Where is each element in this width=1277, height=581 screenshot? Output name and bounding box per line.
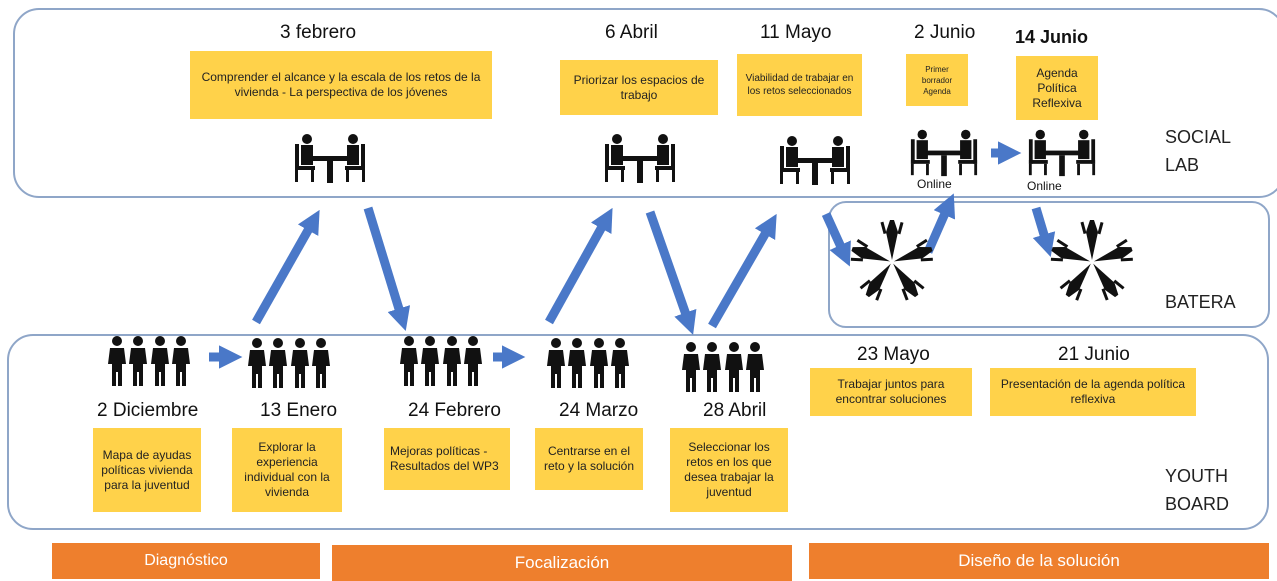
group-icon [547, 338, 629, 388]
group-icon [682, 342, 764, 392]
lane-label-youth-board: YOUTH BOARD [1165, 466, 1230, 514]
online-label-14-junio: Online [1027, 179, 1062, 193]
note-24-febrero: Mejoras políticas - Resultados del WP3 [384, 428, 510, 490]
date-13-enero: 13 Enero [260, 400, 338, 421]
batera-lane [828, 201, 1270, 328]
date-2-junio: 2 Junio [914, 22, 976, 43]
group-icon [108, 336, 190, 386]
note-6-abril: Priorizar los espacios de trabajo [560, 60, 718, 115]
date-23-mayo: 23 Mayo [857, 344, 930, 365]
date-11-mayo: 11 Mayo [760, 22, 832, 43]
meeting-icon [910, 129, 978, 177]
note-11-mayo: Viabilidad de trabajar en los retos sele… [737, 54, 862, 116]
arrow-batera-to-2-junio [923, 193, 956, 254]
arrow-11-mayo-to-batera [821, 212, 851, 267]
phase-focalizacion: Focalización [332, 545, 792, 581]
note-28-abril: Seleccionar los retos en los que desea t… [670, 428, 788, 512]
meeting-icon [295, 134, 365, 183]
note-21-junio: Presentación de la agenda política refle… [990, 368, 1196, 416]
date-14-junio: 14 Junio [1015, 27, 1089, 47]
date-3-febrero: 3 febrero [280, 22, 357, 43]
lane-label-batera: BATERA [1165, 292, 1236, 312]
note-23-mayo: Trabajar juntos para encontrar solucione… [810, 368, 972, 416]
note-2-diciembre: Mapa de ayudas políticas vivienda para l… [93, 428, 201, 512]
arrow-6-abril-to-28-abril [645, 210, 697, 335]
date-24-febrero: 24 Febrero [408, 400, 501, 421]
lane-label-social-lab: SOCIAL LAB [1165, 127, 1232, 175]
date-2-diciembre: 2 Diciembre [97, 400, 199, 421]
note-13-enero: Explorar la experiencia individual con l… [232, 428, 342, 512]
arrow-28-abril-to-11-mayo [708, 213, 777, 329]
date-21-junio: 21 Junio [1058, 344, 1130, 365]
arrow-3-febrero-to-24-febrero [363, 206, 411, 331]
group-icon [248, 338, 330, 388]
arrow-14-junio-to-batera [1031, 206, 1056, 257]
arrow-24-marzo-to-6-abril [545, 207, 613, 325]
phase-diseno-solucion: Diseño de la solución [809, 543, 1269, 579]
note-3-febrero: Comprender el alcance y la escala de los… [190, 51, 492, 119]
phase-diagnostico: Diagnóstico [52, 543, 320, 579]
meeting-icon [605, 134, 675, 183]
hands-circle-icon [1050, 220, 1133, 301]
hands-circle-icon [850, 220, 933, 301]
note-2-junio: Primer borrador Agenda [906, 54, 968, 106]
group-icon [400, 336, 482, 386]
note-24-marzo: Centrarse en el reto y la solución [535, 428, 643, 490]
date-6-abril: 6 Abril [605, 22, 658, 43]
meeting-icon [780, 136, 850, 185]
online-label-2-junio: Online [917, 177, 952, 191]
date-24-marzo: 24 Marzo [559, 400, 639, 421]
note-14-junio: Agenda Política Reflexiva [1016, 56, 1098, 120]
meeting-icon [1028, 129, 1096, 177]
date-28-abril: 28 Abril [703, 400, 767, 421]
arrow-13-enero-to-3-febrero [252, 209, 320, 325]
